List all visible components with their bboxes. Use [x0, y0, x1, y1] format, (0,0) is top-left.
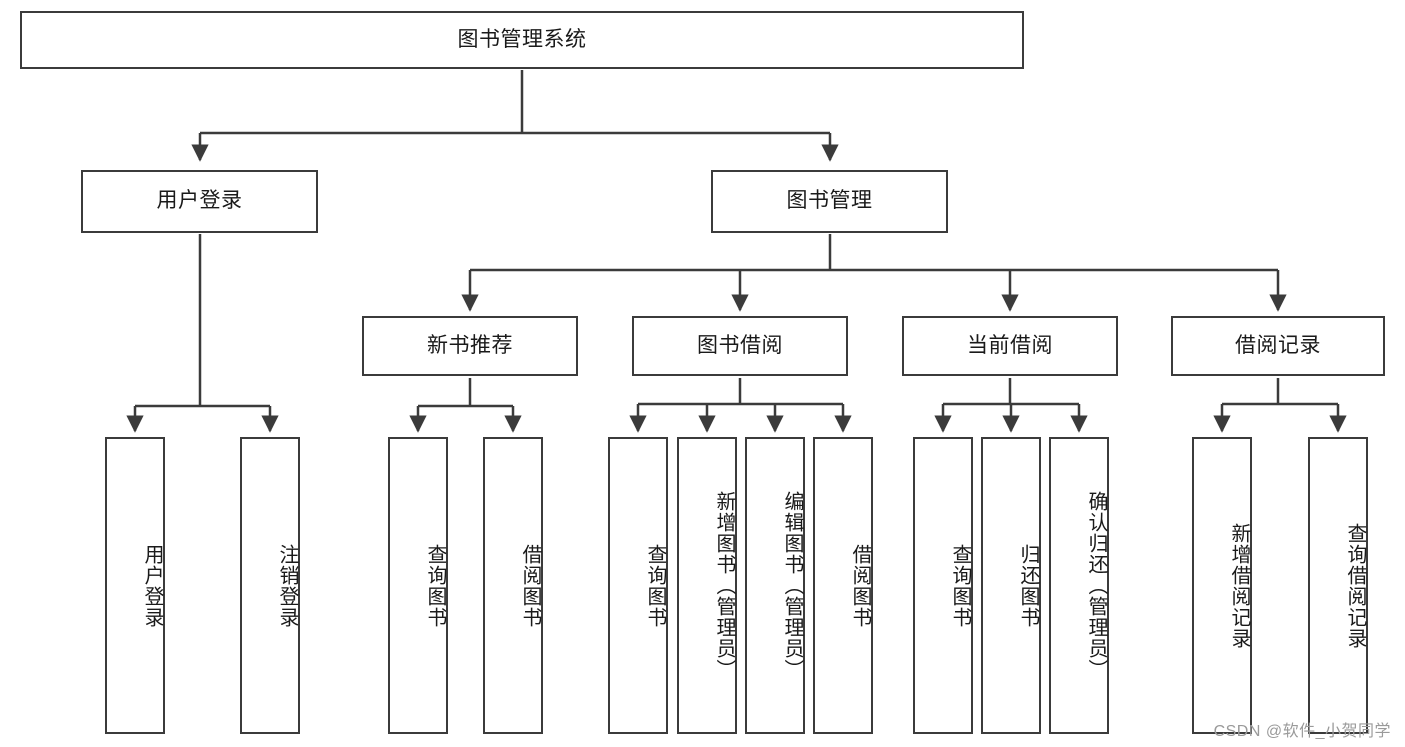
leaf-logout[interactable]: 注销登录 — [240, 437, 300, 734]
leaf-user-login[interactable]: 用户登录 — [105, 437, 165, 734]
node-borrow-records[interactable]: 借阅记录 — [1171, 316, 1385, 376]
leaf-borrow-book-recommend[interactable]: 借阅图书 — [483, 437, 543, 734]
node-label: 查询借阅记录 — [1344, 522, 1366, 649]
node-label: 新增借阅记录 — [1228, 522, 1250, 649]
node-book-borrow[interactable]: 图书借阅 — [632, 316, 848, 376]
node-book-management[interactable]: 图书管理 — [711, 170, 948, 233]
node-root[interactable]: 图书管理系统 — [20, 11, 1024, 69]
node-label: 新增图书（管理员） — [713, 491, 735, 680]
node-label: 新书推荐 — [427, 333, 513, 357]
node-current-borrow[interactable]: 当前借阅 — [902, 316, 1118, 376]
leaf-query-book[interactable]: 查询图书 — [608, 437, 668, 734]
node-label: 归还图书 — [1017, 543, 1039, 628]
watermark: CSDN @软件_小贺同学 — [1213, 723, 1391, 740]
node-label: 图书管理 — [786, 189, 873, 213]
leaf-confirm-return-admin[interactable]: 确认归还（管理员） — [1049, 437, 1109, 734]
node-label: 查询图书 — [424, 543, 446, 628]
node-label: 查询图书 — [644, 543, 666, 628]
node-label: 借阅记录 — [1235, 333, 1321, 357]
node-label: 图书管理系统 — [457, 27, 587, 51]
node-label: 用户登录 — [141, 543, 163, 628]
leaf-add-book-admin[interactable]: 新增图书（管理员） — [677, 437, 737, 734]
node-label: 图书借阅 — [697, 333, 783, 357]
leaf-query-book-current[interactable]: 查询图书 — [913, 437, 973, 734]
node-label: 借阅图书 — [519, 543, 541, 628]
leaf-edit-book-admin[interactable]: 编辑图书（管理员） — [745, 437, 805, 734]
node-label: 借阅图书 — [849, 543, 871, 628]
leaf-return-book[interactable]: 归还图书 — [981, 437, 1041, 734]
leaf-query-book-recommend[interactable]: 查询图书 — [388, 437, 448, 734]
leaf-borrow-book[interactable]: 借阅图书 — [813, 437, 873, 734]
node-label: 用户登录 — [156, 189, 243, 213]
node-new-book-recommend[interactable]: 新书推荐 — [362, 316, 578, 376]
node-label: 确认归还（管理员） — [1085, 491, 1107, 680]
node-user-login[interactable]: 用户登录 — [81, 170, 318, 233]
node-label: 当前借阅 — [967, 333, 1053, 357]
node-label: 编辑图书（管理员） — [781, 491, 803, 680]
leaf-add-borrow-record[interactable]: 新增借阅记录 — [1192, 437, 1252, 734]
node-label: 查询图书 — [949, 543, 971, 628]
node-label: 注销登录 — [276, 543, 298, 628]
leaf-query-borrow-record[interactable]: 查询借阅记录 — [1308, 437, 1368, 734]
